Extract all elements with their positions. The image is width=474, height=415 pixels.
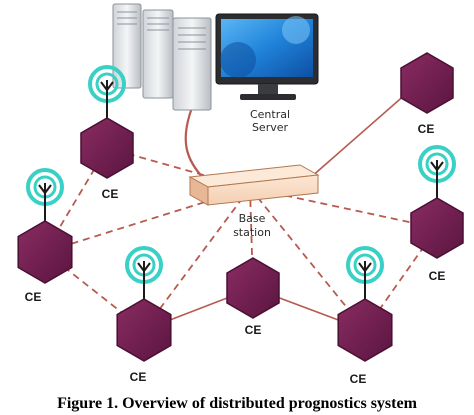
node-label: CE	[102, 187, 119, 201]
antenna-icon	[125, 246, 163, 301]
antenna-icon	[418, 145, 456, 200]
antenna-icon	[88, 65, 126, 120]
node-ce-4: CE	[410, 145, 464, 283]
hexagon-icon	[410, 197, 464, 259]
hexagon-icon	[400, 52, 454, 114]
node-ce-1: CE	[80, 65, 134, 201]
server-label-line2: Server	[252, 121, 289, 134]
figure-caption: Figure 1. Overview of distributed progno…	[57, 395, 417, 412]
node-label: CE	[245, 323, 262, 337]
link-station-ce-2	[309, 92, 408, 179]
node-ce-6: CE	[226, 257, 280, 337]
hexagon-icon	[226, 257, 280, 319]
node-ce-5: CE	[116, 246, 172, 384]
base-station-label-line1: Base	[239, 212, 266, 225]
link-station-ce-6	[249, 187, 254, 289]
hexagon-icon	[337, 298, 393, 362]
monitor-icon	[215, 13, 319, 100]
node-label: CE	[418, 122, 435, 136]
node-ce-2: CE	[400, 52, 454, 136]
link-station-ce-5	[143, 187, 251, 331]
server-tower-2-icon	[142, 9, 174, 99]
node-label: CE	[130, 370, 147, 384]
server-tower-1-icon	[112, 3, 142, 89]
antenna-icon	[26, 168, 64, 223]
nodes-layer: CE CE CE CE CE CE CE	[17, 52, 464, 386]
link-server-to-station	[184, 99, 206, 181]
base-station-icon	[188, 164, 320, 206]
node-label: CE	[429, 269, 446, 283]
hexagon-icon	[17, 220, 73, 284]
link-ce-3-ce-5	[44, 251, 145, 331]
node-label: CE	[350, 372, 367, 386]
server-label-line1: Central	[250, 108, 290, 121]
link-ce-7-ce-4	[364, 227, 438, 331]
node-label: CE	[25, 290, 42, 304]
node-ce-3: CE	[17, 168, 73, 304]
hexagon-icon	[116, 298, 172, 362]
base-station-label-line2: station	[233, 226, 271, 239]
antenna-icon	[346, 246, 384, 301]
link-station-ce-7	[249, 187, 366, 331]
link-station-ce-4	[249, 187, 438, 229]
server-tower-3-icon	[172, 17, 212, 111]
node-ce-7: CE	[337, 246, 393, 386]
hexagon-icon	[80, 117, 134, 179]
server-towers	[112, 3, 212, 111]
